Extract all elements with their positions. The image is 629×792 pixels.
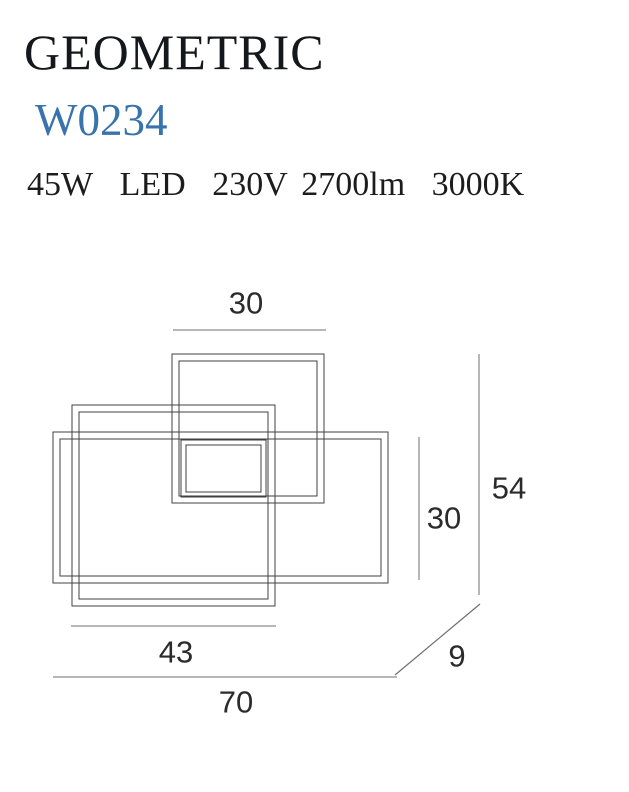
dim-value-middle-width: 43	[158, 634, 194, 670]
middle-frame	[71, 404, 276, 607]
dim-value-body-height: 30	[426, 500, 462, 536]
spec-wattage: 45W	[27, 166, 94, 203]
spec-line: 45W LED 230V 2700lm 3000K	[27, 168, 524, 202]
model-number: W0234	[35, 95, 168, 145]
top-square-frame	[171, 353, 325, 504]
wide-frame	[52, 431, 389, 584]
dim-line-depth-diagonal	[394, 603, 481, 676]
mounting-box	[180, 439, 267, 498]
dim-value-total-height: 54	[491, 470, 527, 506]
dim-value-top-width: 30	[228, 285, 264, 321]
spec-color-temp: 3000K	[431, 166, 525, 203]
dim-value-depth: 9	[448, 638, 466, 674]
dim-value-total-width: 70	[218, 684, 254, 720]
spec-led: LED	[119, 166, 186, 203]
spec-voltage: 230V	[212, 166, 288, 203]
product-title: GEOMETRIC	[24, 24, 325, 80]
spec-lumens: 2700lm	[301, 166, 406, 203]
